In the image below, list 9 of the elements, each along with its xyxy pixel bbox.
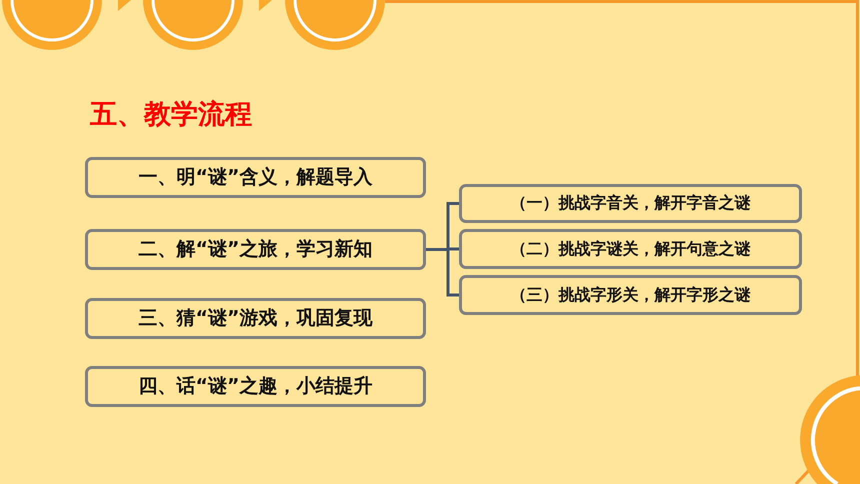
process-box: （一）挑战字音关，解开字音之谜 (459, 184, 802, 223)
process-box: 二、解“谜”之旅，学习新知 (85, 229, 426, 270)
process-box: 四、话“谜”之趣，小结提升 (85, 366, 426, 407)
process-box: （三）挑战字形关，解开字形之谜 (459, 275, 802, 315)
connector-line (426, 248, 459, 296)
process-box: 三、猜“谜”游戏，巩固复现 (85, 298, 426, 339)
process-box: 一、明“谜”含义，解题导入 (85, 157, 426, 198)
slide-title: 五、教学流程 (90, 98, 252, 132)
process-box: （二）挑战字谜关，解开句意之谜 (459, 229, 802, 269)
